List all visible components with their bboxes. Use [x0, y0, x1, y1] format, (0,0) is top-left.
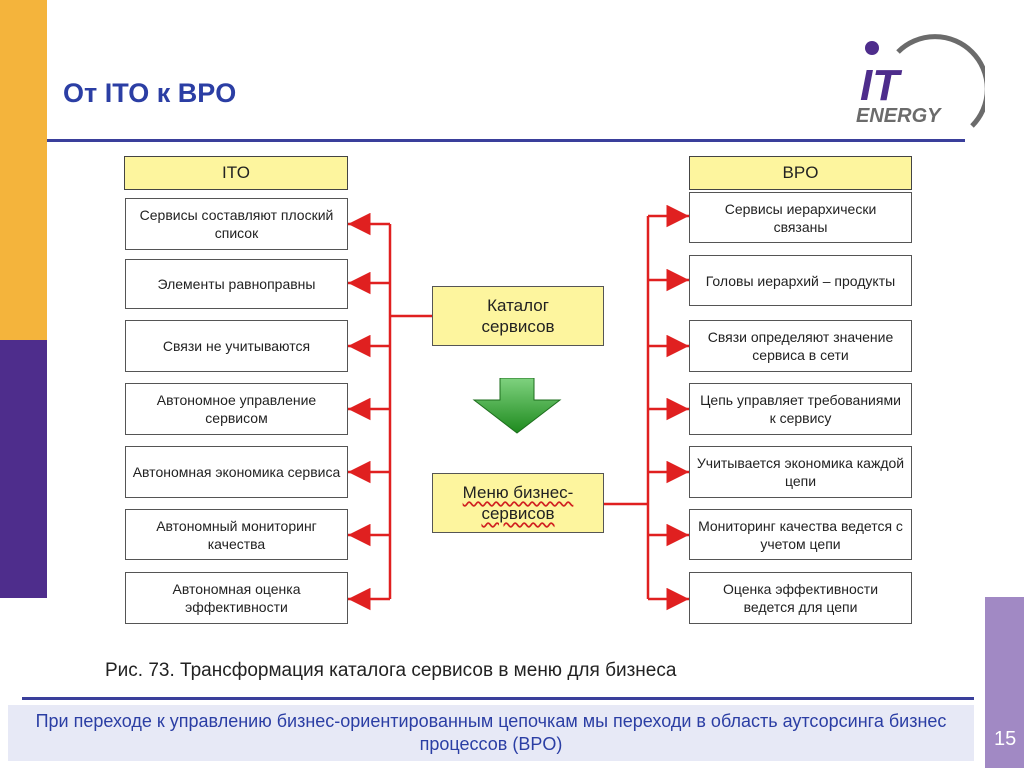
bpo-item: Учитывается экономика каждой цепи [689, 446, 912, 498]
slide-title: От ITO к BPO [63, 78, 237, 108]
ito-item: Автономный мониторинг качества [125, 509, 348, 560]
decor-bar-purple [0, 340, 47, 598]
ito-item: Автономная оценка эффективности [125, 572, 348, 624]
ito-item: Элементы равноправны [125, 259, 348, 309]
bpo-item: Оценка эффективности ведется для цепи [689, 572, 912, 624]
business-menu-box: Меню бизнес-сервисов [432, 473, 604, 533]
footer-text: При переходе к управлению бизнес-ориенти… [35, 711, 947, 754]
page-number: 15 [994, 728, 1017, 750]
logo-text-it: IT [860, 61, 902, 110]
footer-note: При переходе к управлению бизнес-ориенти… [8, 705, 974, 761]
bpo-item: Цепь управляет требованиями к сервису [689, 383, 912, 435]
bpo-item: Головы иерархий – продукты [689, 255, 912, 306]
down-arrow-icon [472, 378, 562, 434]
logo-text-energy: ENERGY [856, 105, 942, 127]
figure-caption: Рис. 73. Трансформация каталога сервисов… [105, 660, 677, 681]
ito-item: Автономное управление сервисом [125, 383, 348, 435]
decor-bar-right [985, 597, 1024, 768]
ito-header: ITO [124, 156, 348, 190]
bpo-item: Связи определяют значение сервиса в сети [689, 320, 912, 372]
footer-divider [22, 697, 974, 700]
service-catalog-box: Каталог сервисов [432, 286, 604, 346]
ito-item: Автономная экономика сервиса [125, 446, 348, 498]
decor-bar-yellow [0, 0, 47, 340]
title-divider [47, 139, 965, 142]
it-energy-logo: IT ENERGY [856, 34, 985, 128]
business-menu-label: Меню бизнес-сервисов [462, 483, 574, 523]
bpo-item: Сервисы иерархически связаны [689, 192, 912, 243]
ito-item: Связи не учитываются [125, 320, 348, 372]
bpo-header: BPO [689, 156, 912, 190]
ito-item: Сервисы составляют плоский список [125, 198, 348, 250]
bpo-item: Мониторинг качества ведется с учетом цеп… [689, 509, 912, 560]
